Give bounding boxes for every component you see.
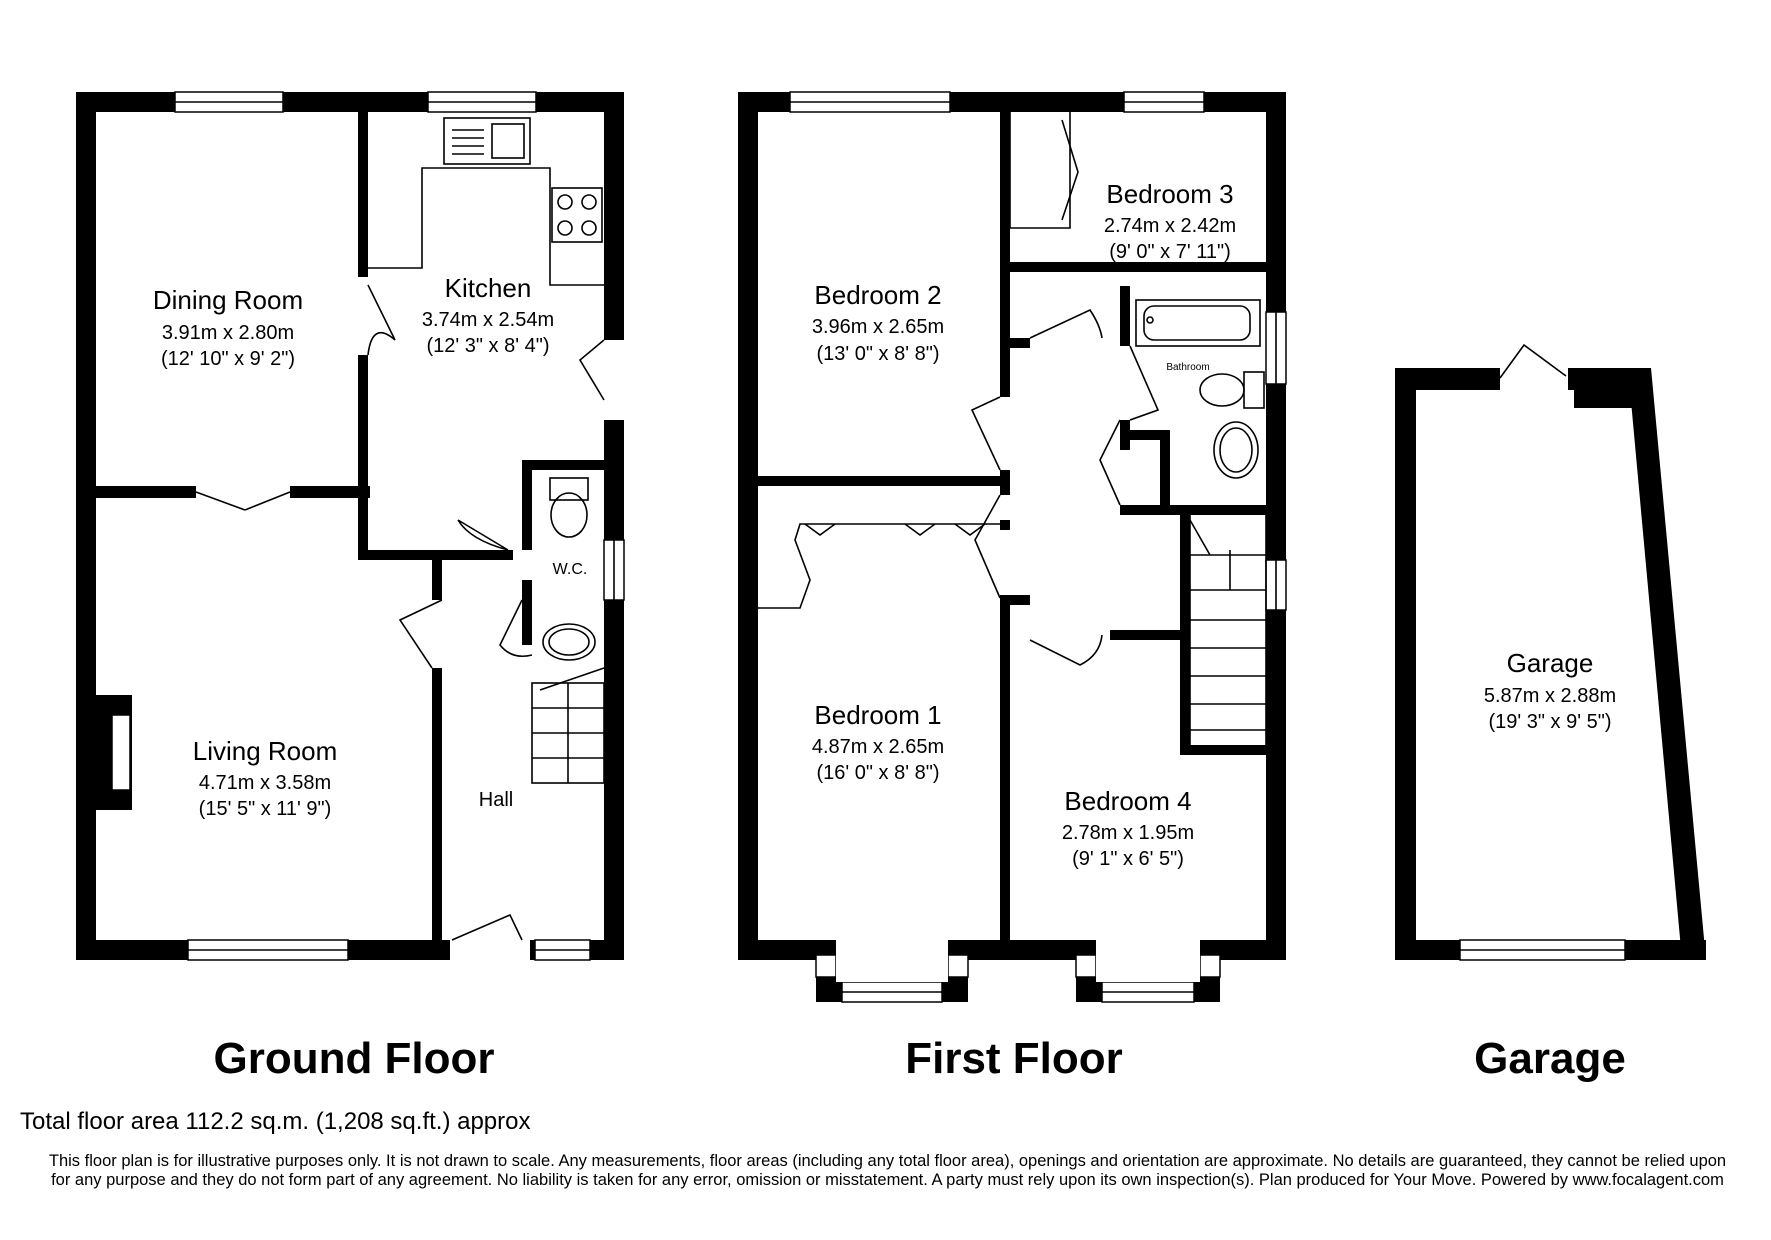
window: [1199, 954, 1221, 978]
bedroom1-metric: 4.87m x 2.65m: [812, 736, 944, 758]
ground-floor-title: Ground Floor: [213, 1034, 494, 1083]
window: [815, 954, 837, 978]
living-room-imperial: (15' 5" x 11' 9"): [199, 798, 332, 820]
kitchen-name: Kitchen: [445, 273, 532, 303]
window: [1075, 954, 1097, 978]
garage-metric: 5.87m x 2.88m: [1484, 685, 1616, 707]
bedroom4-metric: 2.78m x 1.95m: [1062, 822, 1194, 844]
living-room-name: Living Room: [193, 736, 338, 766]
first-floor-plan: [738, 91, 1287, 1003]
staircase: [531, 667, 605, 784]
bedroom4-imperial: (9' 1" x 6' 5"): [1072, 848, 1184, 870]
bedroom3-imperial: (9' 0" x 7' 11"): [1109, 241, 1231, 263]
total-floor-area: Total floor area 112.2 sq.m. (1,208 sq.f…: [20, 1108, 531, 1135]
kitchen-metric: 3.74m x 2.54m: [422, 309, 554, 331]
dining-room-imperial: (12' 10" x 9' 2"): [161, 348, 295, 370]
hall-name: Hall: [479, 789, 513, 811]
bedroom2-name: Bedroom 2: [814, 280, 941, 310]
garage-name: Garage: [1507, 648, 1594, 678]
window: [947, 954, 969, 978]
bedroom1-imperial: (16' 0" x 8' 8"): [817, 762, 940, 784]
bedroom3-metric: 2.74m x 2.42m: [1104, 215, 1236, 237]
garage-plan: [1395, 343, 1706, 961]
garage-imperial: (19' 3" x 9' 5"): [1489, 711, 1612, 733]
bathroom-name: Bathroom: [1166, 362, 1209, 373]
staircase: [1189, 515, 1267, 745]
ground-floor-plan: [76, 91, 625, 961]
bedroom3-name: Bedroom 3: [1106, 179, 1233, 209]
wc-name: W.C.: [553, 561, 588, 578]
garage-title: Garage: [1474, 1034, 1626, 1083]
bedroom1-name: Bedroom 1: [814, 700, 941, 730]
room-labels: Dining Room 3.91m x 2.80m (12' 10" x 9' …: [153, 179, 1616, 870]
dining-room-name: Dining Room: [153, 285, 303, 315]
disclaimer-text: This floor plan is for illustrative purp…: [48, 1152, 1727, 1189]
living-room-metric: 4.71m x 3.58m: [199, 772, 331, 794]
kitchen-imperial: (12' 3" x 8' 4"): [427, 335, 550, 357]
bedroom2-imperial: (13' 0" x 8' 8"): [817, 343, 940, 365]
bedroom4-name: Bedroom 4: [1064, 786, 1191, 816]
bedroom2-metric: 3.96m x 2.65m: [812, 316, 944, 338]
first-floor-title: First Floor: [905, 1034, 1123, 1083]
dining-room-metric: 3.91m x 2.80m: [162, 322, 294, 344]
floor-titles: Ground Floor First Floor Garage: [213, 1034, 1625, 1083]
